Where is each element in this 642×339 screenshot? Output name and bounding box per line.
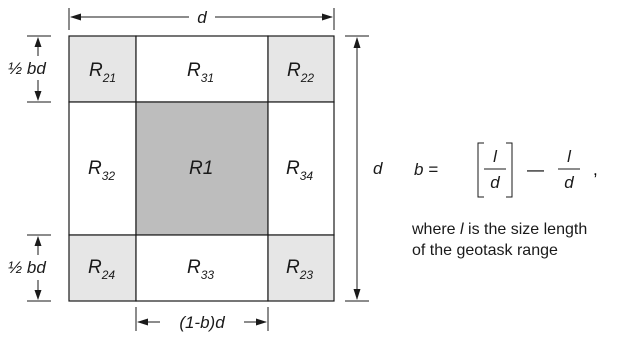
note-variable: l bbox=[460, 221, 464, 238]
dimension-left-bottom-label: ½ bd bbox=[8, 258, 46, 277]
label-r34: R34 bbox=[286, 158, 313, 183]
cell-edge-top bbox=[135, 35, 269, 103]
dimension-left-top-label: ½ bd bbox=[8, 59, 46, 78]
cell-corner-top-right bbox=[267, 35, 335, 103]
region-grid bbox=[68, 35, 335, 302]
label-r1: R1 bbox=[189, 158, 213, 179]
dimension-bottom: (1-b)d bbox=[135, 307, 269, 332]
region-labels: R21 R31 R22 R32 R1 R34 R24 R33 R23 bbox=[88, 60, 314, 282]
cell-corner-bottom-left bbox=[68, 234, 137, 302]
dimension-bottom-label: (1-b)d bbox=[179, 313, 225, 332]
definition-note: where l is the size length of the geotas… bbox=[412, 219, 640, 261]
note-line1-rest: is the size length bbox=[463, 221, 588, 238]
label-r21: R21 bbox=[89, 60, 116, 85]
label-r22: R22 bbox=[287, 60, 314, 85]
cell-edge-right bbox=[267, 101, 335, 236]
ceiling-bracket-left bbox=[477, 142, 484, 198]
label-r23: R23 bbox=[286, 257, 313, 282]
label-r24: R24 bbox=[88, 257, 115, 282]
dimension-top: d bbox=[68, 8, 335, 30]
formula-lhs: b = bbox=[414, 160, 438, 179]
cell-center bbox=[135, 101, 269, 236]
note-prefix: where bbox=[412, 221, 461, 238]
cell-edge-left bbox=[68, 101, 137, 236]
dimension-right-label: d bbox=[373, 159, 383, 178]
note-line-1: where l is the size length bbox=[412, 219, 640, 240]
formula: b = l d — l d , bbox=[414, 142, 598, 198]
label-r33: R33 bbox=[187, 257, 214, 282]
cell-edge-bottom bbox=[135, 234, 269, 302]
dimension-left-bottom: ½ bd bbox=[8, 234, 51, 302]
dimension-left-top: ½ bd bbox=[8, 35, 51, 103]
dimension-right: d bbox=[345, 35, 383, 302]
cell-corner-bottom-right bbox=[267, 234, 335, 302]
note-line-2: of the geotask range bbox=[412, 242, 558, 259]
cell-corner-top-left bbox=[68, 35, 137, 103]
ceiling-bracket-right bbox=[506, 142, 513, 198]
label-r32: R32 bbox=[88, 158, 115, 183]
formula-numerator-2: l bbox=[567, 147, 572, 166]
formula-denominator-1: d bbox=[490, 173, 500, 192]
formula-numerator-1: l bbox=[493, 147, 498, 166]
label-r31: R31 bbox=[187, 60, 214, 85]
formula-comma: , bbox=[593, 160, 598, 179]
formula-minus: — bbox=[527, 160, 544, 179]
formula-denominator-2: d bbox=[564, 173, 574, 192]
dimension-top-label: d bbox=[197, 8, 207, 27]
